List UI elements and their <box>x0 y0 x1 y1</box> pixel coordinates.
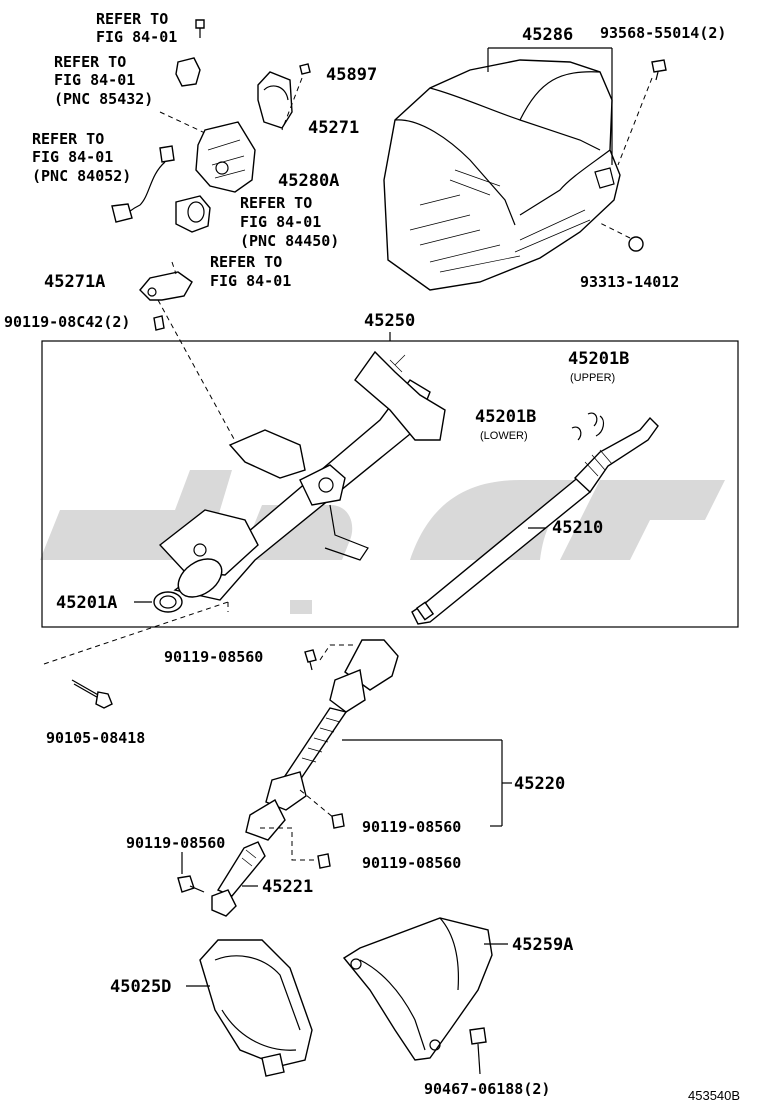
label-45220: 45220 <box>514 774 565 794</box>
bushing-45201A-icon <box>153 591 183 613</box>
screw-93568-icon <box>651 59 667 81</box>
label-90119-08560-c: 90119-08560 <box>362 854 461 872</box>
small-bolt-icon <box>195 19 205 38</box>
switch-cover-45271-icon <box>257 71 293 129</box>
label-90467: 90467-06188(2) <box>424 1080 550 1098</box>
main-shaft-45210-icon <box>411 416 659 625</box>
watermark-logo <box>40 470 725 614</box>
label-45201B-lower: 45201B <box>475 407 536 427</box>
bolt-90119-08560-b-icon <box>331 813 345 829</box>
screw-90467-icon <box>469 1027 487 1075</box>
cover-45259A-icon <box>342 917 493 1061</box>
label-90119-08560-b: 90119-08560 <box>362 818 461 836</box>
bolt-90119-08560-c-icon <box>317 853 331 869</box>
ref-label-4b: FIG 84-01 <box>240 213 321 231</box>
wire-harness-sensor-icon <box>111 145 175 223</box>
ignition-switch-body-icon <box>195 121 256 193</box>
label-45259A: 45259A <box>512 935 573 955</box>
label-45025D: 45025D <box>110 977 171 997</box>
ref-label-1b: FIG 84-01 <box>96 28 177 46</box>
ref-label-2b: FIG 84-01 <box>54 71 135 89</box>
label-45250: 45250 <box>364 311 415 331</box>
label-45201A: 45201A <box>56 593 117 613</box>
steering-column-45250-icon <box>158 350 446 601</box>
ref-label-2c: (PNC 85432) <box>54 90 153 108</box>
snap-ring-lower-icon <box>571 426 582 441</box>
ref-label-2: REFER TO <box>54 53 126 71</box>
clip-93313-icon <box>628 236 644 252</box>
label-upper: (UPPER) <box>570 372 615 384</box>
label-90119-08C42: 90119-08C42(2) <box>4 313 130 331</box>
boot-45025D-icon <box>199 939 313 1077</box>
snap-ring-upper-icon <box>587 412 605 437</box>
label-45280A: 45280A <box>278 171 339 191</box>
label-90105: 90105-08418 <box>46 729 145 747</box>
ref-label-5: REFER TO <box>210 253 282 271</box>
bolt-90119-08560-d-icon <box>177 875 205 893</box>
ref-label-3b: FIG 84-01 <box>32 148 113 166</box>
ref-label-5b: FIG 84-01 <box>210 272 291 290</box>
label-45286: 45286 <box>522 25 573 45</box>
ref-label-3: REFER TO <box>32 130 104 148</box>
ref-label-4c: (PNC 84450) <box>240 232 339 250</box>
label-45221: 45221 <box>262 877 313 897</box>
key-cylinder-icon <box>175 195 211 233</box>
connector-plug-icon <box>175 57 201 87</box>
label-90119-08560-a: 90119-08560 <box>164 648 263 666</box>
label-45271A: 45271A <box>44 272 105 292</box>
screw-45897-icon <box>299 63 311 75</box>
label-93568: 93568-55014(2) <box>600 24 726 42</box>
bolt-90119-08C42-icon <box>153 315 165 331</box>
yoke-45221-icon <box>211 841 266 917</box>
label-45210: 45210 <box>552 518 603 538</box>
ref-label-1: REFER TO <box>96 10 168 28</box>
label-45897: 45897 <box>326 65 377 85</box>
bolt-90119-08560-a-icon <box>304 649 317 671</box>
label-45201B-upper: 45201B <box>568 349 629 369</box>
ref-label-4: REFER TO <box>240 194 312 212</box>
label-93313: 93313-14012 <box>580 273 679 291</box>
bracket-45271A-icon <box>139 271 193 301</box>
column-cover-45286-icon <box>383 59 621 291</box>
label-45271: 45271 <box>308 118 359 138</box>
bolt-90105-08418-icon <box>71 679 113 709</box>
ref-label-3c: (PNC 84052) <box>32 167 131 185</box>
figure-id: 453540B <box>688 1088 740 1103</box>
intermediate-shaft-45220-icon <box>245 639 399 841</box>
label-lower: (LOWER) <box>480 430 528 442</box>
label-90119-08560-d: 90119-08560 <box>126 834 225 852</box>
